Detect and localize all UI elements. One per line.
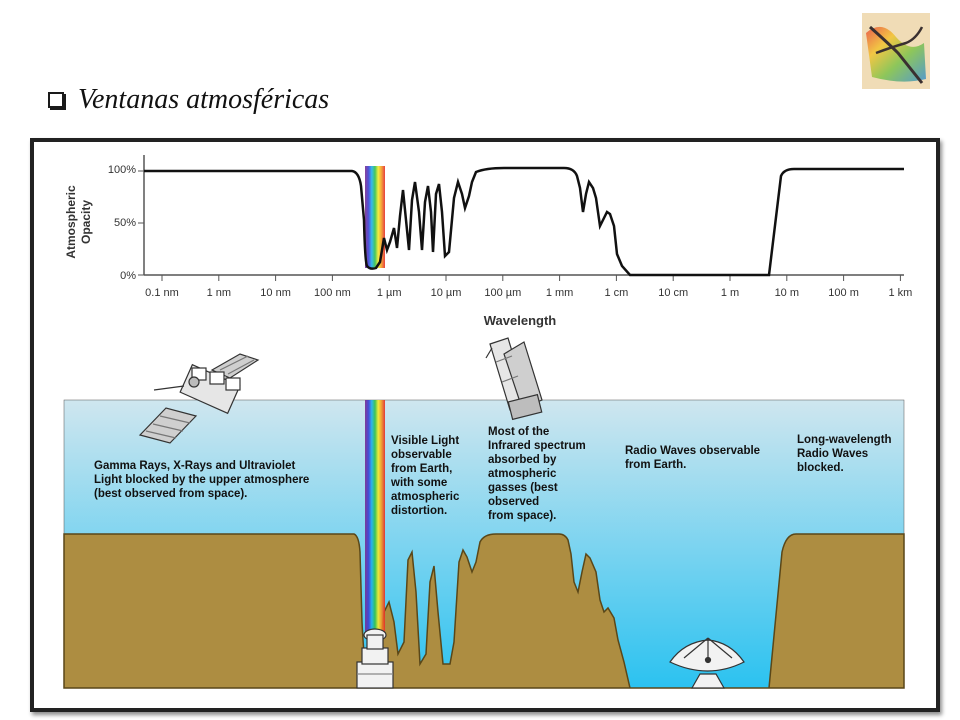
y-tick-label-0: 0% bbox=[120, 270, 136, 282]
caption-visible-line: from Earth, bbox=[391, 463, 452, 475]
y-tick-label-50: 50% bbox=[114, 217, 136, 229]
x-tick-label: 1 nm bbox=[207, 287, 231, 299]
caption-infrared-line: absorbed by bbox=[488, 454, 557, 466]
radio-dish-icon bbox=[669, 637, 745, 689]
caption-longwave-line: Long-wavelength bbox=[797, 434, 892, 446]
x-tick-label: 10 m bbox=[775, 287, 799, 299]
x-tick-label: 10 nm bbox=[260, 287, 291, 299]
caption-longwave: Long-wavelength Radio Waves blocked. bbox=[797, 434, 895, 474]
caption-gamma-line: Gamma Rays, X-Rays and Ultraviolet bbox=[94, 460, 295, 472]
x-tick-label: 10 µm bbox=[431, 287, 462, 299]
x-axis-label: Wavelength bbox=[484, 313, 557, 328]
caption-radio-line: Radio Waves observable bbox=[625, 445, 760, 457]
caption-radio: Radio Waves observable from Earth. bbox=[625, 445, 763, 471]
observatory-icon bbox=[356, 628, 394, 689]
caption-infrared-line: Most of the bbox=[488, 426, 549, 438]
visible-band-chart bbox=[365, 166, 385, 268]
caption-gamma-line: (best observed from space). bbox=[94, 488, 247, 500]
caption-infrared-line: gasses (best bbox=[488, 482, 558, 494]
caption-visible-line: distortion. bbox=[391, 505, 447, 517]
caption-infrared: Most of the Infrared spectrum absorbed b… bbox=[488, 426, 589, 522]
caption-visible-line: Visible Light bbox=[391, 435, 459, 447]
caption-visible-line: atmospheric bbox=[391, 491, 460, 503]
checkbox-bullet-icon bbox=[48, 92, 64, 108]
slide-title-text: Ventanas atmosféricas bbox=[78, 84, 330, 115]
x-tick-label: 100 µm bbox=[484, 287, 521, 299]
space-telescope-icon bbox=[485, 337, 543, 421]
caption-infrared-line: observed bbox=[488, 496, 539, 508]
x-tick-label: 0.1 nm bbox=[145, 287, 179, 299]
caption-visible-line: observable bbox=[391, 449, 452, 461]
y-axis-label-line2: Opacity bbox=[79, 200, 93, 244]
x-tick-label: 100 nm bbox=[314, 287, 351, 299]
caption-gamma-line: Light blocked by the upper atmosphere bbox=[94, 474, 309, 486]
x-tick-label: 1 cm bbox=[604, 287, 628, 299]
caption-gamma: Gamma Rays, X-Rays and Ultraviolet Light… bbox=[94, 460, 313, 500]
caption-infrared-line: atmospheric bbox=[488, 468, 557, 480]
caption-infrared-line: Infrared spectrum bbox=[488, 440, 586, 452]
x-tick-label: 100 m bbox=[828, 287, 859, 299]
caption-infrared-line: from space). bbox=[488, 510, 556, 522]
x-tick-label: 10 cm bbox=[658, 287, 688, 299]
opacity-curve bbox=[144, 166, 904, 277]
x-tick-label: 1 µm bbox=[377, 287, 402, 299]
caption-radio-line: from Earth. bbox=[625, 459, 686, 471]
caption-longwave-line: blocked. bbox=[797, 462, 844, 474]
satellite-icon bbox=[138, 353, 260, 444]
x-tick-label: 1 mm bbox=[546, 287, 574, 299]
logo-icon bbox=[862, 13, 930, 89]
y-tick-label-100: 100% bbox=[108, 164, 136, 176]
diagram-frame: 100% 50% 0% Atmospheric Opacity 0.1 nm 1 … bbox=[30, 138, 940, 712]
y-axis-label-line1: Atmospheric bbox=[64, 185, 78, 259]
opacity-chart: 100% 50% 0% Atmospheric Opacity 0.1 nm 1 … bbox=[64, 155, 912, 328]
atmospheric-windows-diagram: 100% 50% 0% Atmospheric Opacity 0.1 nm 1 … bbox=[63, 155, 912, 689]
caption-visible: Visible Light observable from Earth, wit… bbox=[390, 435, 463, 517]
x-tick-label: 1 km bbox=[888, 287, 912, 299]
slide-title: Ventanas atmosféricas bbox=[48, 84, 329, 116]
x-tick-label: 1 m bbox=[721, 287, 739, 299]
caption-visible-line: with some bbox=[390, 477, 447, 489]
visible-band-scene bbox=[365, 400, 385, 638]
caption-longwave-line: Radio Waves bbox=[797, 448, 868, 460]
